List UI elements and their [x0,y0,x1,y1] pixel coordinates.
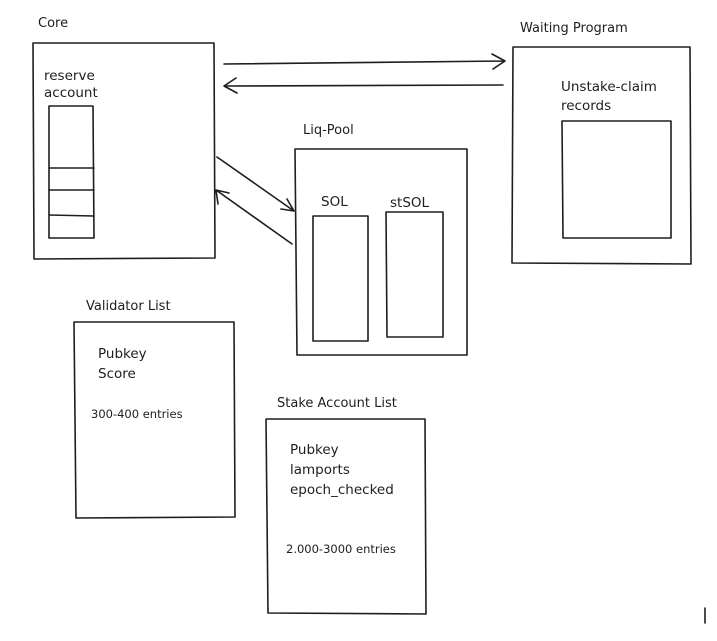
core-group: Core reserve account [32,16,216,260]
core-box [32,42,216,260]
stake-account-list-box [265,418,427,615]
sol-column [312,215,369,342]
validator-entries: 300-400 entries [91,407,183,421]
sol-label: SOL [321,194,348,210]
core-title: Core [38,16,68,31]
liq-pool-title: Liq-Pool [303,123,354,138]
stake-entries: 2.000-3000 entries [286,542,396,556]
reserve-account-stack [48,105,95,239]
validator-field-score: Score [98,366,136,382]
stake-account-list-title: Stake Account List [277,396,397,411]
liq-pool-group: Liq-Pool SOL stSOL [294,123,468,356]
validator-field-pubkey: Pubkey [98,346,147,362]
stake-field-epoch-checked: epoch_checked [290,482,394,498]
stake-account-list-group: Stake Account List Pubkey lamports epoch… [265,396,427,615]
waiting-program-group: Waiting Program Unstake-claim records [511,21,692,265]
arrow-core-to-liqpool [216,156,295,212]
stake-field-pubkey: Pubkey [290,442,339,458]
unstake-claim-records-box [561,120,672,239]
validator-list-group: Validator List Pubkey Score 300-400 entr… [73,299,236,519]
stake-field-lamports: lamports [290,462,350,478]
stsol-column [385,211,444,338]
liq-pool-box [294,148,468,356]
validator-list-box [73,321,236,519]
reserve-slot-divider-3 [48,214,95,217]
arrows [215,53,506,245]
arrow-core-to-waiting [223,53,506,70]
core-label-line2: account [44,85,98,101]
core-label-line1: reserve [44,68,95,84]
stsol-label: stSOL [390,195,430,211]
arrow-liqpool-to-core [215,189,293,245]
arrow-waiting-to-core [223,77,504,94]
validator-list-title: Validator List [86,299,171,314]
waiting-program-box [511,46,692,265]
waiting-program-label-line1: Unstake-claim [561,79,657,95]
waiting-program-label-line2: records [561,98,611,114]
waiting-program-title: Waiting Program [520,21,628,36]
